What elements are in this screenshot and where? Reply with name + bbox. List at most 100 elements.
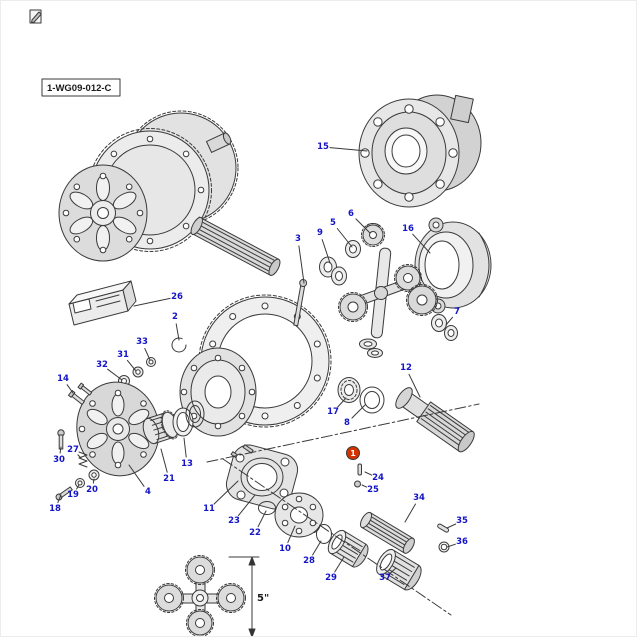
callout-15: 15 <box>317 142 329 152</box>
washer-19 <box>75 478 85 488</box>
callout-2: 2 <box>172 312 178 322</box>
thrust-washers-9 <box>319 256 347 286</box>
callout-22: 22 <box>249 528 261 538</box>
leader-line-25 <box>361 484 368 488</box>
leader-line-13 <box>183 437 187 458</box>
leader-line-22 <box>257 510 267 528</box>
callout-34: 34 <box>413 493 425 503</box>
carrier-housing-15 <box>358 94 482 208</box>
leader-line-9 <box>321 239 331 264</box>
callout-31: 31 <box>117 350 129 360</box>
leader-line-20 <box>92 478 95 484</box>
leader-line-14 <box>66 384 74 394</box>
splined-input-shaft <box>190 216 281 276</box>
callout-36: 36 <box>456 537 468 547</box>
leader-line-18 <box>57 494 62 504</box>
callout-4: 4 <box>145 487 151 497</box>
leader-line-37 <box>389 567 397 574</box>
leader-line-26 <box>133 297 171 307</box>
carrier-housing-16 <box>414 217 492 314</box>
bearing-carrier-11 <box>225 444 299 510</box>
bevel-gear-left <box>338 292 368 322</box>
bevel-gear-large <box>406 284 438 316</box>
kit-box-26 <box>68 280 137 326</box>
callout-20: 20 <box>86 485 98 495</box>
detail-gear-right <box>216 583 246 613</box>
leader-line-36 <box>446 543 456 548</box>
callout-26: 26 <box>171 292 183 302</box>
leader-line-23 <box>237 494 256 517</box>
pin-35 <box>437 523 450 533</box>
leader-line-28 <box>312 540 322 556</box>
leader-line-17 <box>337 397 347 408</box>
ball-25 <box>354 480 361 488</box>
callout-9: 9 <box>317 228 323 238</box>
thrust-washers-7 <box>431 314 458 341</box>
leader-line-6 <box>355 218 371 234</box>
callout-14: 14 <box>57 374 69 384</box>
callout-32: 32 <box>96 360 108 370</box>
callout-29: 29 <box>325 573 337 583</box>
detail-gear-bottom <box>186 609 214 636</box>
bevel-gear-right <box>394 264 422 292</box>
leader-line-16 <box>412 233 431 254</box>
callout-8: 8 <box>344 418 350 428</box>
leader-line-2 <box>175 323 180 341</box>
callout-23: 23 <box>228 516 240 526</box>
callout-28: 28 <box>303 556 315 566</box>
leader-line-7 <box>445 316 453 326</box>
callout-10: 10 <box>279 544 291 554</box>
splined-coupler-21 <box>142 410 180 445</box>
red-marker: 1 <box>346 446 360 460</box>
leader-line-11 <box>213 480 239 505</box>
washer-stack-below-spider <box>359 338 383 358</box>
leader-line-31 <box>126 359 137 372</box>
leader-line-19 <box>76 484 80 490</box>
callout-13: 13 <box>181 459 193 469</box>
diagram-code-label: 1-WG09-012-C <box>47 83 112 94</box>
leader-line-3 <box>298 245 305 284</box>
bolt-3 <box>293 279 308 327</box>
callout-19: 19 <box>67 490 79 500</box>
centerlines <box>206 403 480 616</box>
callout-18: 18 <box>49 504 61 514</box>
callout-35: 35 <box>456 516 468 526</box>
pencil-icon <box>29 9 42 24</box>
callout-7: 7 <box>454 307 460 317</box>
detail-gear-top <box>185 555 215 585</box>
callout-30: 30 <box>53 455 65 465</box>
callout-27: 27 <box>67 445 79 455</box>
red-marker-label: 1 <box>350 449 356 458</box>
leader-line-29 <box>334 556 345 573</box>
spring-27 <box>78 451 88 468</box>
bushing-37 <box>376 548 422 591</box>
callout-5: 5 <box>330 218 336 228</box>
flange-hub-10 <box>274 492 324 538</box>
cover-plate-4 <box>76 381 160 477</box>
leader-line-35 <box>446 523 457 529</box>
red-marker-dot <box>346 446 360 460</box>
spider-gear-detail <box>154 555 246 636</box>
assembled-differential <box>58 110 281 276</box>
bearing-17 <box>337 377 361 403</box>
side-flange <box>179 347 257 437</box>
leader-line-27 <box>77 454 82 459</box>
leader-line-30 <box>59 446 62 454</box>
leader-line-24 <box>364 471 373 476</box>
ring-8 <box>359 386 385 414</box>
leader-line-4 <box>128 464 145 487</box>
washers-33-31-32 <box>118 357 156 387</box>
splined-bushing-29 <box>327 529 369 568</box>
splined-shaft-34 <box>359 511 415 554</box>
callout-25: 25 <box>367 485 379 495</box>
leader-line-33 <box>144 347 151 361</box>
callout-37: 37 <box>379 573 391 583</box>
callout-12: 12 <box>400 363 412 373</box>
pinion-stub <box>205 132 232 153</box>
diagram-code-box: 1-WG09-012-C <box>41 78 121 97</box>
callout-17: 17 <box>327 407 339 417</box>
dimension-label: 5" <box>257 593 269 604</box>
